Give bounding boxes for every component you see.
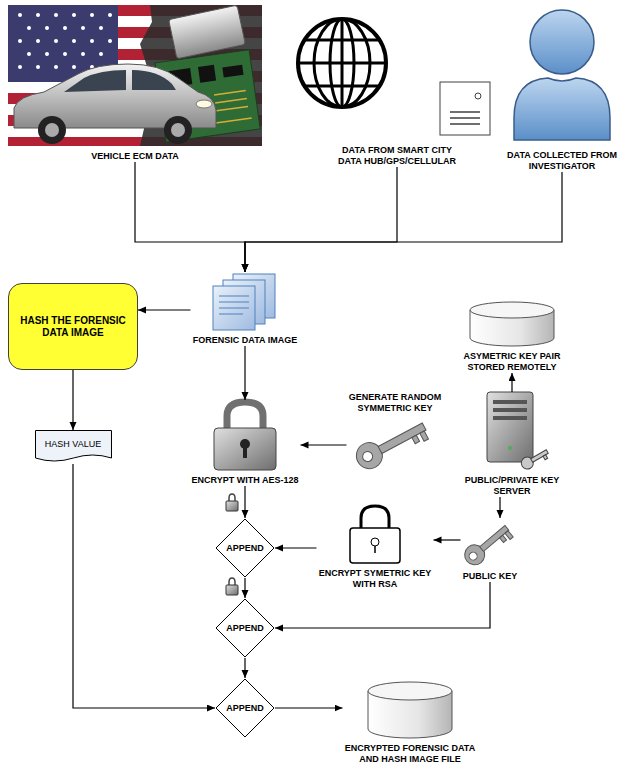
connector-arrow (138, 309, 191, 310)
node-label: ENCRYPTED FORENSIC DATA AND HASH IMAGE F… (343, 743, 478, 765)
connector-arrow (275, 707, 343, 708)
encrypt-step: ENCRYPT SYMETRIC KEY WITH RSA (317, 505, 434, 590)
globe-icon (298, 19, 386, 107)
icon-area (213, 272, 277, 330)
connector-arrow (244, 578, 245, 598)
database-cylinder (470, 302, 554, 346)
connector-arrow (499, 497, 500, 518)
node-label: ASYMETRIC KEY PAIR STORED REMOTELY (461, 351, 563, 373)
node-label: APPEND (226, 623, 264, 634)
key-store: ASYMETRIC KEY PAIR STORED REMOTELY (461, 302, 563, 373)
data-source: VEHICLE ECM DATA (8, 5, 262, 162)
documents-icon (213, 274, 275, 330)
encrypt-step: ENCRYPT WITH AES-128 (190, 400, 301, 486)
document-box: HASH VALUE (35, 430, 112, 464)
connector-arrow (434, 539, 461, 540)
small-lock (226, 494, 238, 511)
icon-area (355, 418, 435, 466)
icon-area (299, 8, 495, 140)
connector-arrow (275, 547, 317, 548)
decision-diamond: APPEND (215, 598, 275, 658)
key-generator: GENERATE RANDOM SYMMETRIC KEY (347, 392, 444, 466)
icon-area (347, 505, 403, 563)
public-key: PUBLIC KEY (461, 518, 520, 582)
icon-area (477, 392, 547, 470)
key-icon (461, 520, 514, 570)
node-label: PUBLIC KEY (461, 571, 520, 582)
node-label: HASH VALUE (45, 439, 101, 450)
node-label: ENCRYPT SYMETRIC KEY WITH RSA (317, 568, 434, 590)
padlock-outline-icon (350, 506, 400, 563)
key-icon (352, 415, 430, 473)
connector-arrow (244, 346, 245, 400)
connector-arrow (245, 172, 562, 272)
node-label: FORENSIC DATA IMAGE (191, 335, 300, 346)
node-label: VEHICLE ECM DATA (35, 151, 235, 162)
decision-diamond: APPEND (215, 518, 275, 578)
connector-arrow (72, 370, 73, 430)
connector-arrow (301, 444, 347, 445)
icon-area (470, 302, 554, 346)
decision-diamond: APPEND (215, 678, 275, 738)
connector-arrow (244, 658, 245, 678)
data-image: FORENSIC DATA IMAGE (191, 272, 300, 346)
icon-area (462, 518, 518, 566)
node-label: HASH THE FORENSIC DATA IMAGE (19, 315, 127, 339)
output-store: ENCRYPTED FORENSIC DATA AND HASH IMAGE F… (343, 682, 478, 765)
node-label: APPEND (226, 703, 264, 714)
icon-area (512, 5, 612, 145)
padlock-icon (214, 402, 276, 470)
connector-arrow (135, 162, 245, 272)
person-icon (514, 10, 610, 140)
connector-arrow (511, 373, 512, 392)
node-label: PUBLIC/PRIVATE KEY SERVER (463, 475, 562, 497)
node-label: ENCRYPT WITH AES-128 (190, 475, 301, 486)
icon-area (368, 682, 452, 738)
connector-arrow (245, 167, 397, 272)
node-label: DATA FROM SMART CITY DATA HUB/GPS/CELLUL… (335, 145, 460, 167)
connector-arrow (244, 486, 245, 518)
node-label: DATA COLLECTED FROM INVESTIGATOR (505, 150, 619, 172)
document-icon (440, 82, 490, 135)
data-source: DATA COLLECTED FROM INVESTIGATOR (505, 5, 619, 172)
server-icon (487, 392, 550, 471)
key-server: PUBLIC/PRIVATE KEY SERVER (463, 392, 562, 497)
database-cylinder (368, 682, 452, 738)
vehicle-photo (8, 5, 262, 146)
data-source: DATA FROM SMART CITY DATA HUB/GPS/CELLUL… (299, 8, 495, 167)
node-label: APPEND (226, 543, 264, 554)
node-label: GENERATE RANDOM SYMMETRIC KEY (347, 392, 444, 414)
icon-area (8, 5, 262, 146)
icon-area (212, 400, 278, 470)
process-box: HASH THE FORENSIC DATA IMAGE (8, 283, 138, 370)
small-lock (226, 578, 238, 595)
connector-arrow (73, 464, 215, 708)
